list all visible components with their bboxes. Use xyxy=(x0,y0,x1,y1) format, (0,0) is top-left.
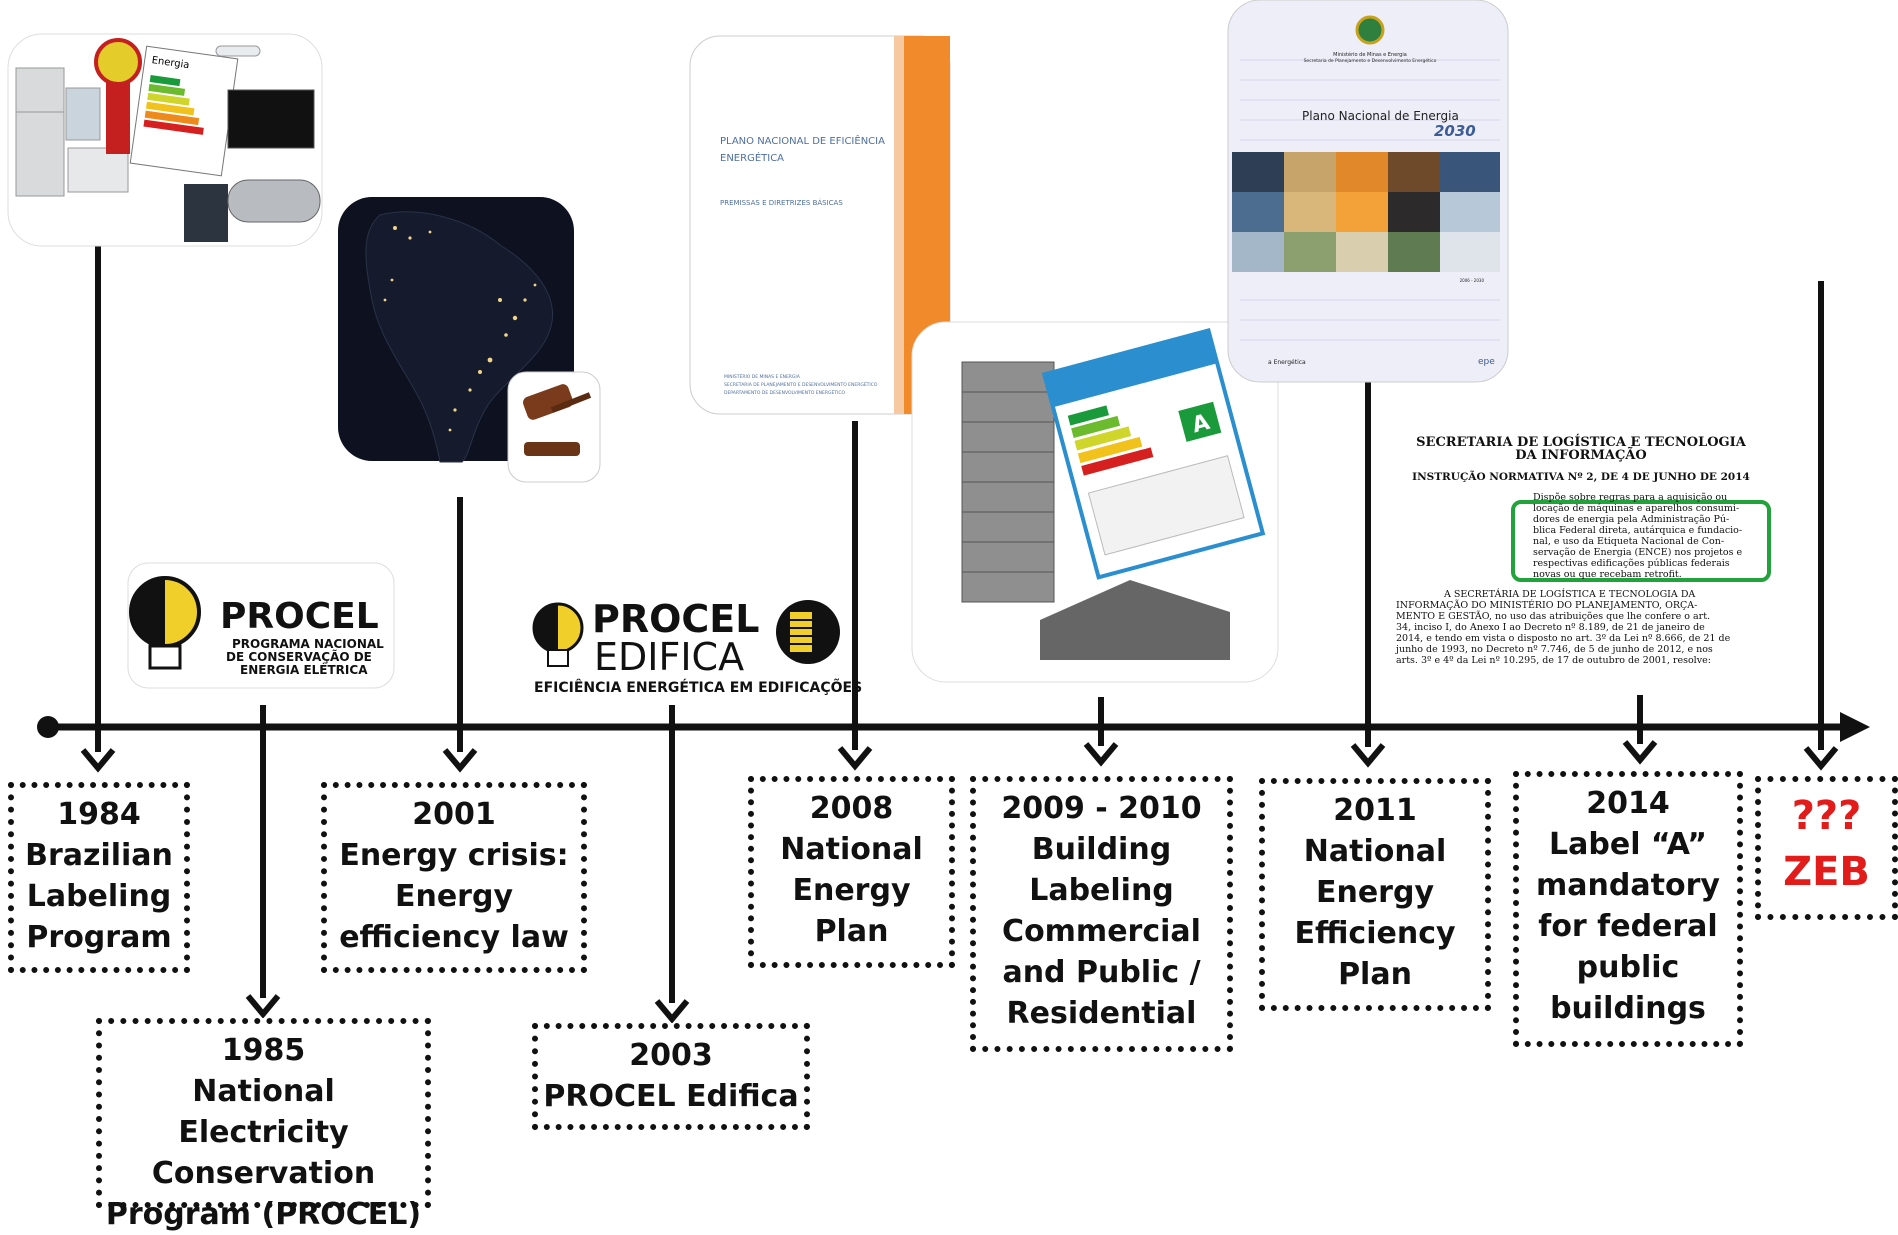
normative-heading-2: DA INFORMAÇÃO xyxy=(1515,447,1646,463)
refrigerator-icon xyxy=(15,67,65,197)
arrowhead-2009 xyxy=(1083,742,1119,767)
svg-text:dores de energia pela Administ: dores de energia pela Administração Pú- xyxy=(1533,514,1729,525)
connector-arrows xyxy=(80,246,1839,1024)
pne-period: 2006 - 2030 xyxy=(1460,278,1485,283)
pne-footer-left: a Energética xyxy=(1268,359,1306,366)
procel-edifica-logo: PROCEL EDIFICA EFICIÊNCIA ENERGÉTICA EM … xyxy=(532,597,862,696)
pne-year: 2030 xyxy=(1434,122,1476,140)
event-box-2001: 2001 Energy crisis: Energy efficiency la… xyxy=(321,782,587,973)
svg-text:2014, e tendo em vista o dispo: 2014, e tendo em vista o disposto no art… xyxy=(1396,633,1731,644)
pne-title: Plano Nacional de Energia xyxy=(1302,109,1459,123)
lamp-icon xyxy=(215,45,261,57)
building-label-card: A xyxy=(911,321,1279,683)
svg-text:junho de 1993, no Decreto nº 7: junho de 1993, no Decreto nº 7.746, de 5… xyxy=(1395,644,1713,655)
edifica-line1: PROCEL xyxy=(592,597,759,641)
solar-panel-icon xyxy=(184,184,228,242)
arrowhead-2011 xyxy=(1350,743,1386,768)
arrowhead-1985 xyxy=(245,994,281,1019)
event-box-1984: 1984 Brazilian Labeling Program xyxy=(8,782,190,973)
timeline-axis xyxy=(37,712,1870,742)
pnef-subtitle: PREMISSAS E DIRETRIZES BÁSICAS xyxy=(720,198,843,207)
event-box-2009: 2009 - 2010 Building Labeling Commercial… xyxy=(970,776,1233,1052)
edifica-tagline: EFICIÊNCIA ENERGÉTICA EM EDIFICAÇÕES xyxy=(534,678,862,696)
timeline-diagram: Energia P xyxy=(7,0,1870,1024)
washer-icon xyxy=(65,87,101,141)
appliances-card: Energia xyxy=(7,33,323,247)
arrowhead-zeb xyxy=(1803,746,1839,771)
procel-logo-card: PROCEL PROGRAMA NACIONAL DE CONSERVAÇÃO … xyxy=(127,562,395,689)
event-box-1985: 1985 National Electricity Conservation P… xyxy=(96,1018,431,1232)
normative-instruction: SECRETARIA DE LOGÍSTICA E TECNOLOGIA DA … xyxy=(1395,434,1771,666)
city-lights xyxy=(383,226,537,432)
procel-subtitle-3: ENERGIA ELÉTRICA xyxy=(240,662,368,677)
energy-label-heading: Energia xyxy=(151,55,190,71)
pnef-footer-2: SECRETARIA DE PLANEJAMENTO E DESENVOLVIM… xyxy=(724,380,878,388)
highlight-box xyxy=(1511,500,1771,582)
pne-footer-right: epe xyxy=(1478,357,1495,367)
svg-text:locação de máquinas e aparelho: locação de máquinas e aparelhos consumi- xyxy=(1533,503,1739,514)
arrowhead-2008 xyxy=(837,746,873,771)
arrowhead-2003 xyxy=(654,999,690,1024)
pnef-footer-3: DEPARTAMENTO DE DESENVOLVIMENTO ENERGÉTI… xyxy=(724,388,846,396)
procel-subtitle-2: DE CONSERVAÇÃO DE xyxy=(226,649,372,664)
freezer-icon xyxy=(67,147,129,193)
svg-text:arts. 3º e 4º da Lei nº 10.295: arts. 3º e 4º da Lei nº 10.295, de 17 de… xyxy=(1396,655,1711,666)
normative-heading-1: SECRETARIA DE LOGÍSTICA E TECNOLOGIA xyxy=(1416,434,1747,450)
seal-badge xyxy=(94,38,142,86)
svg-text:Dispõe sobre regras para a aqu: Dispõe sobre regras para a aquisição ou xyxy=(1533,492,1727,503)
television-icon xyxy=(227,89,315,149)
normative-body: A SECRETÁRIA DE LOGÍSTICA E TECNOLOGIA D… xyxy=(1395,588,1731,666)
seal-ribbon xyxy=(106,82,130,154)
svg-text:INFORMAÇÃO DO MINISTÉRIO DO PL: INFORMAÇÃO DO MINISTÉRIO DO PLANEJAMENTO… xyxy=(1396,599,1697,611)
svg-text:A SECRETÁRIA DE LOGÍSTICA E TE: A SECRETÁRIA DE LOGÍSTICA E TECNOLOGIA D… xyxy=(1443,588,1695,600)
event-box-2011: 2011 National Energy Efficiency Plan xyxy=(1259,778,1491,1011)
coat-of-arms-icon xyxy=(1355,15,1385,45)
pne-ministry-1: Ministério de Minas e Energia xyxy=(1333,51,1407,58)
pnef-cover-card: PLANO NACIONAL DE EFICIÊNCIA ENERGÉTICA … xyxy=(689,35,951,415)
pnef-title-2: ENERGÉTICA xyxy=(720,151,784,164)
svg-text:34, inciso I, do Anexo I ao De: 34, inciso I, do Anexo I ao Decreto nº 8… xyxy=(1396,622,1705,633)
edifica-line2: EDIFICA xyxy=(594,635,744,679)
pnef-title-1: PLANO NACIONAL DE EFICIÊNCIA xyxy=(720,134,885,147)
svg-text:respectivas edificações públic: respectivas edificações públicas federai… xyxy=(1533,558,1730,569)
normative-summary: Dispõe sobre regras para a aquisição ou … xyxy=(1533,492,1742,580)
arrowhead-1984 xyxy=(80,748,116,773)
arrowhead-2001 xyxy=(442,748,478,773)
gavel-icon xyxy=(523,384,573,420)
house-icon xyxy=(1040,580,1230,660)
south-america-map xyxy=(365,211,554,463)
event-box-2008: 2008 National Energy Plan xyxy=(748,776,955,968)
cover-grid xyxy=(1240,59,1500,341)
event-box-2014: 2014 Label “A” mandatory for federal pub… xyxy=(1513,771,1743,1047)
building-energy-label: A xyxy=(1041,328,1266,580)
svg-text:blica Federal direta, autárqui: blica Federal direta, autárquica e funda… xyxy=(1533,525,1742,536)
procel-logo-name: PROCEL xyxy=(220,596,379,637)
svg-text:servação de Energia (ENCE) nos: servação de Energia (ENCE) nos projetos … xyxy=(1533,547,1742,558)
water-heater-icon xyxy=(227,179,321,223)
building-label-grade: A xyxy=(1189,410,1212,439)
night-map-card xyxy=(338,197,601,483)
event-box-zeb: ??? ZEB xyxy=(1755,776,1898,920)
pne-ministry-2: Secretaria de Planejamento e Desenvolvim… xyxy=(1304,57,1437,64)
svg-text:MENTO E GESTÃO, no uso das atr: MENTO E GESTÃO, no uso das atribuições q… xyxy=(1396,610,1710,622)
pnef-footer-1: MINISTÉRIO DE MINAS E ENERGIA xyxy=(724,372,801,380)
svg-text:novas ou que recebam retrofit.: novas ou que recebam retrofit. xyxy=(1533,569,1682,580)
svg-text:nal, e uso da Etiqueta Naciona: nal, e uso da Etiqueta Nacional de Con- xyxy=(1533,536,1724,547)
event-box-2003: 2003 PROCEL Edifica xyxy=(532,1023,810,1130)
arrowhead-2014 xyxy=(1622,740,1658,765)
photo-mosaic xyxy=(1232,152,1500,272)
pne-cover-card: Ministério de Minas e Energia Secretaria… xyxy=(1227,0,1509,383)
normative-subheading: INSTRUÇÃO NORMATIVA Nº 2, DE 4 DE JUNHO … xyxy=(1412,469,1750,483)
procel-subtitle-1: PROGRAMA NACIONAL xyxy=(232,637,384,651)
